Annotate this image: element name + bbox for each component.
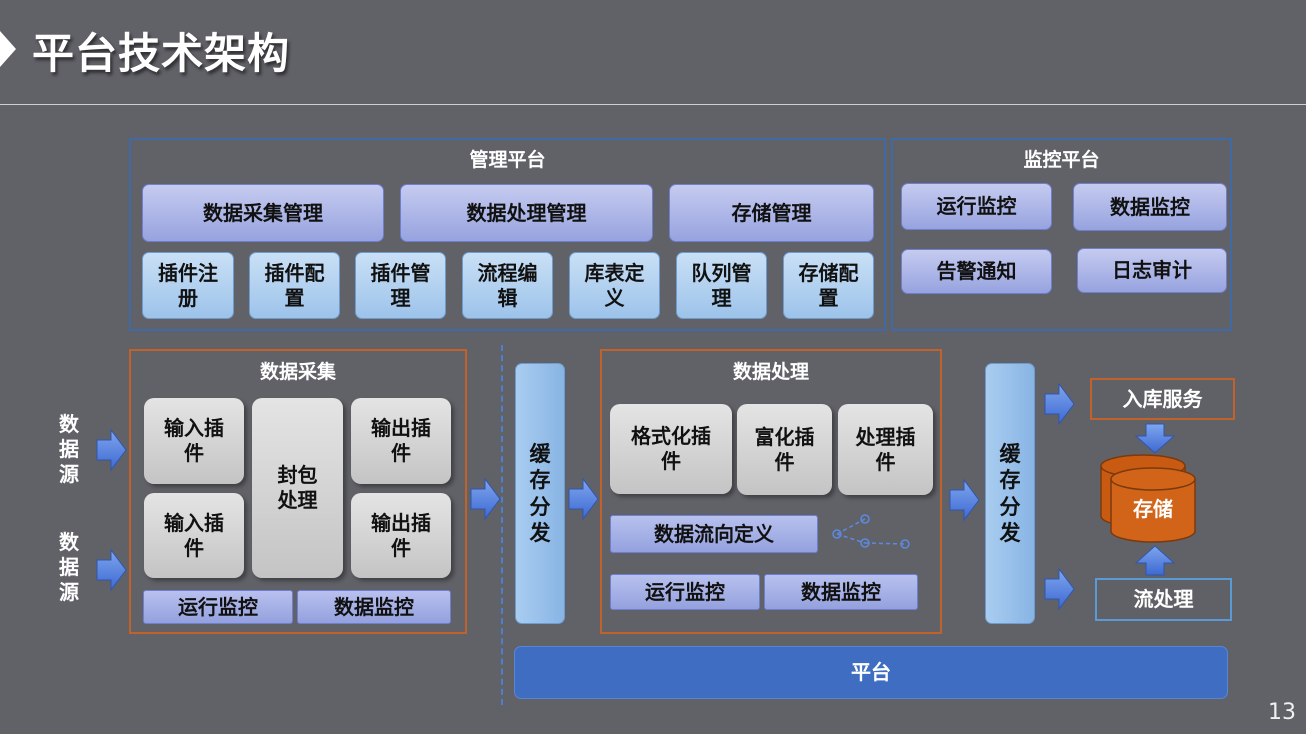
cache-distribution: 缓存分发: [985, 363, 1035, 624]
management-platform-frame: [129, 138, 886, 331]
down-arrow-icon: [1134, 423, 1176, 454]
page-number: 13: [1268, 700, 1296, 725]
right-arrow-icon: [1044, 567, 1075, 611]
data-source-label: 数据源: [59, 530, 79, 604]
run-monitor: 运行监控: [901, 183, 1052, 230]
data-collection-management: 数据采集管理: [142, 184, 384, 242]
stream-processing: 流处理: [1095, 578, 1232, 621]
monitoring-platform-title: 监控平台: [1023, 149, 1100, 171]
plugin-register: 插件注册: [142, 252, 234, 319]
table-define: 库表定义: [569, 252, 660, 319]
right-arrow-icon: [470, 477, 501, 521]
process-plugin: 处理插件: [838, 404, 933, 495]
up-arrow-icon: [1134, 545, 1176, 576]
storage-label: 存储: [1133, 497, 1173, 521]
dashed-divider: [501, 345, 503, 705]
management-platform-title: 管理平台: [469, 149, 546, 171]
ingest-service: 入库服务: [1090, 378, 1235, 420]
processing-data-monitor: 数据监控: [764, 574, 918, 610]
output-plugin: 输出插件: [351, 493, 451, 578]
data-processing-frame: [600, 349, 942, 634]
plugin-config: 插件配置: [249, 252, 340, 319]
packet-processing: 封包处理: [252, 398, 343, 578]
format-plugin: 格式化插件: [610, 404, 732, 494]
page-title: 平台技术架构: [32, 29, 291, 78]
data-processing-management: 数据处理管理: [400, 184, 653, 242]
right-arrow-icon: [96, 428, 127, 472]
plugin-manage: 插件管理: [355, 252, 446, 319]
storage-management: 存储管理: [669, 184, 874, 242]
collection-run-monitor: 运行监控: [143, 590, 293, 624]
queue-manage: 队列管理: [676, 252, 767, 319]
data-source-label: 数据源: [59, 412, 79, 486]
data-processing-title: 数据处理: [732, 361, 809, 383]
right-arrow-icon: [568, 477, 599, 521]
flow-nodes-icon: [832, 514, 910, 549]
enrich-plugin: 富化插件: [737, 404, 832, 495]
title-chevron-icon: [0, 31, 16, 67]
storage-config: 存储配置: [783, 252, 874, 319]
title-divider: [0, 104, 1306, 105]
alert-notify: 告警通知: [901, 249, 1052, 294]
right-arrow-icon: [96, 548, 127, 592]
flow-edit: 流程编辑: [462, 252, 553, 319]
processing-run-monitor: 运行监控: [610, 574, 760, 610]
right-arrow-icon: [949, 478, 980, 522]
data-collection-frame: [129, 349, 467, 634]
right-arrow-icon: [1044, 382, 1075, 426]
output-plugin: 输出插件: [351, 398, 451, 484]
input-plugin: 输入插件: [144, 493, 244, 578]
cache-distribution: 缓存分发: [515, 363, 565, 624]
monitoring-platform-frame: [891, 138, 1232, 331]
storage-cylinder-icon: [1100, 454, 1196, 543]
data-collection-title: 数据采集: [259, 361, 336, 383]
log-audit: 日志审计: [1077, 248, 1227, 293]
data-flow-definition: 数据流向定义: [610, 515, 818, 553]
platform-bar: 平台: [514, 646, 1228, 699]
collection-data-monitor: 数据监控: [297, 590, 451, 624]
input-plugin: 输入插件: [144, 398, 244, 484]
data-monitor: 数据监控: [1073, 183, 1227, 231]
